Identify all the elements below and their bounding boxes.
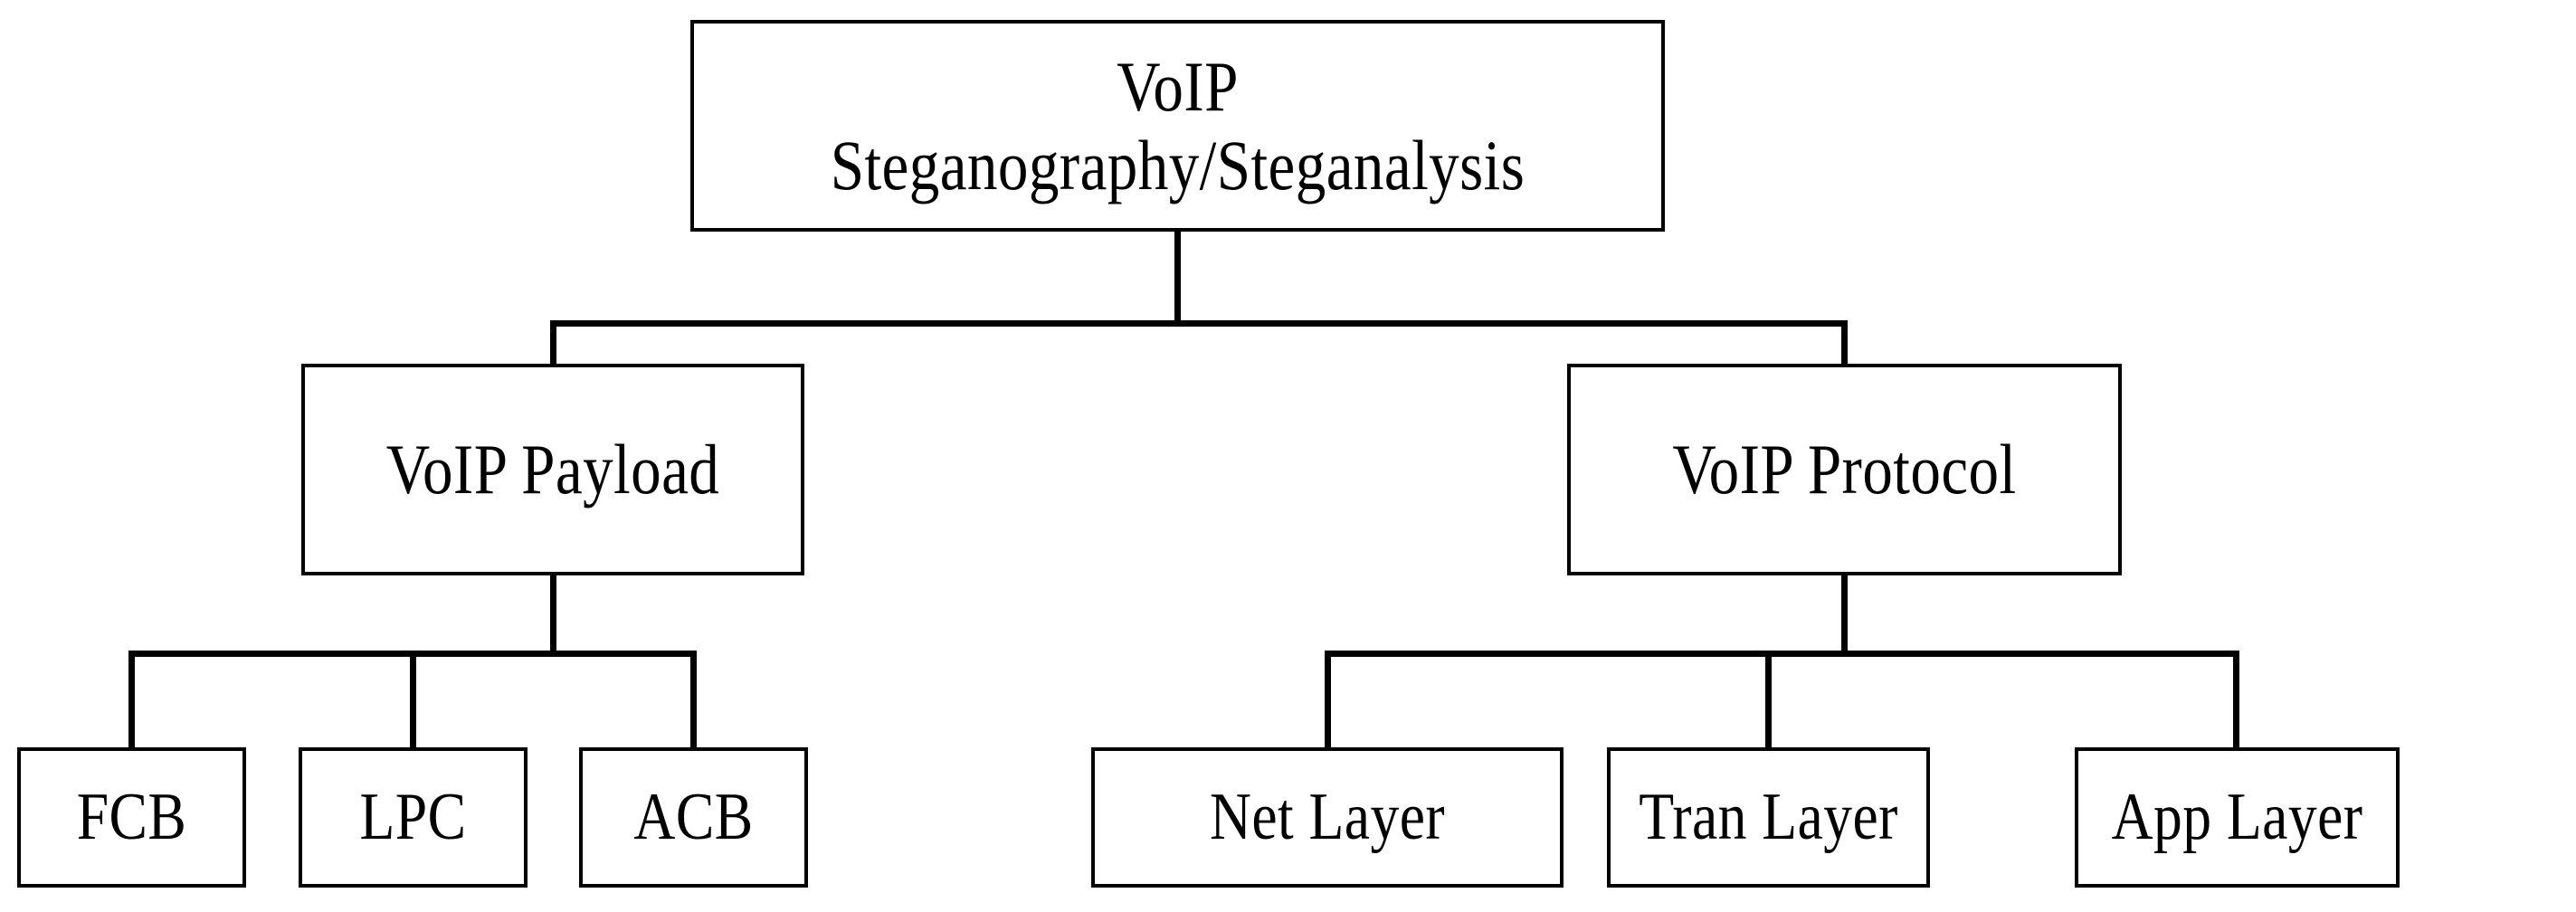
edge-level2-bus (550, 320, 1848, 327)
edge-protocol-bus (1325, 651, 2239, 657)
node-voip-protocol[interactable]: VoIP Protocol (1567, 364, 2122, 575)
edge-root-to-payload (550, 320, 556, 367)
node-net-layer-label: Net Layer (1209, 780, 1446, 855)
node-tran-layer-label: Tran Layer (1639, 780, 1898, 855)
node-net-layer[interactable]: Net Layer (1091, 747, 1564, 888)
node-root-label: VoIP Steganography/Steganalysis (830, 46, 1526, 204)
edge-payload-to-lpc (410, 651, 416, 750)
node-fcb-label: FCB (76, 780, 187, 855)
edge-root-stem (1174, 229, 1181, 327)
edge-protocol-to-app (2233, 651, 2239, 750)
edge-payload-stem (550, 574, 556, 657)
edge-payload-to-acb (690, 651, 697, 750)
edge-protocol-to-net (1325, 651, 1331, 750)
node-root[interactable]: VoIP Steganography/Steganalysis (690, 20, 1665, 232)
edge-protocol-to-tran (1765, 651, 1772, 750)
node-voip-payload-label: VoIP Payload (385, 430, 720, 509)
node-app-layer[interactable]: App Layer (2075, 747, 2400, 888)
edge-root-to-protocol (1841, 320, 1848, 367)
node-acb[interactable]: ACB (579, 747, 808, 888)
node-lpc[interactable]: LPC (299, 747, 528, 888)
node-voip-protocol-label: VoIP Protocol (1672, 430, 2017, 509)
node-voip-payload[interactable]: VoIP Payload (301, 364, 804, 575)
edge-protocol-stem (1841, 574, 1848, 657)
node-tran-layer[interactable]: Tran Layer (1607, 747, 1930, 888)
edge-payload-to-fcb (128, 651, 135, 750)
node-acb-label: ACB (633, 780, 754, 855)
node-fcb[interactable]: FCB (17, 747, 246, 888)
node-lpc-label: LPC (359, 780, 467, 855)
node-app-layer-label: App Layer (2111, 780, 2363, 855)
